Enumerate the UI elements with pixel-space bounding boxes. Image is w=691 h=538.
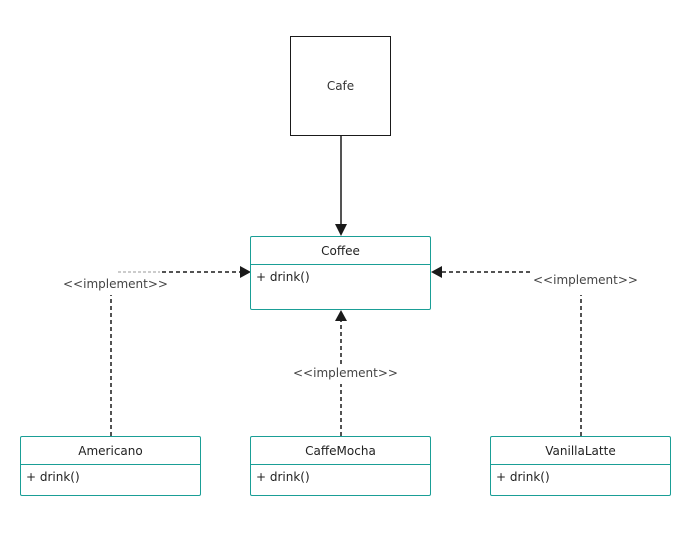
vanillalatte-class-name: VanillaLatte [491,437,670,465]
americano-method-drink: + drink() [26,470,80,484]
implement-label-left: <<implement>> [62,277,169,291]
americano-class-name: Americano [21,437,200,465]
vanillalatte-methods: + drink() [491,465,670,489]
cafe-to-coffee-arrowhead [335,224,347,236]
americano-class[interactable]: Americano + drink() [20,436,201,496]
vanilla-impl-arrowhead [431,266,442,278]
americano-methods: + drink() [21,465,200,489]
caffemocha-methods: + drink() [251,465,430,489]
implement-label-middle: <<implement>> [292,366,399,380]
cafe-label: Cafe [326,79,355,93]
cafe-node[interactable]: Cafe [290,36,391,136]
implement-label-right: <<implement>> [532,273,639,287]
coffee-method-drink: + drink() [256,270,310,284]
coffee-methods: + drink() [251,265,430,289]
coffee-class-name: Coffee [251,237,430,265]
caffemocha-class-name: CaffeMocha [251,437,430,465]
vanillalatte-method-drink: + drink() [496,470,550,484]
caffemocha-class[interactable]: CaffeMocha + drink() [250,436,431,496]
americano-impl-arrowhead [240,266,251,278]
mocha-impl-arrowhead [335,310,347,321]
coffee-interface-class[interactable]: Coffee + drink() [250,236,431,310]
caffemocha-method-drink: + drink() [256,470,310,484]
vanillalatte-class[interactable]: VanillaLatte + drink() [490,436,671,496]
